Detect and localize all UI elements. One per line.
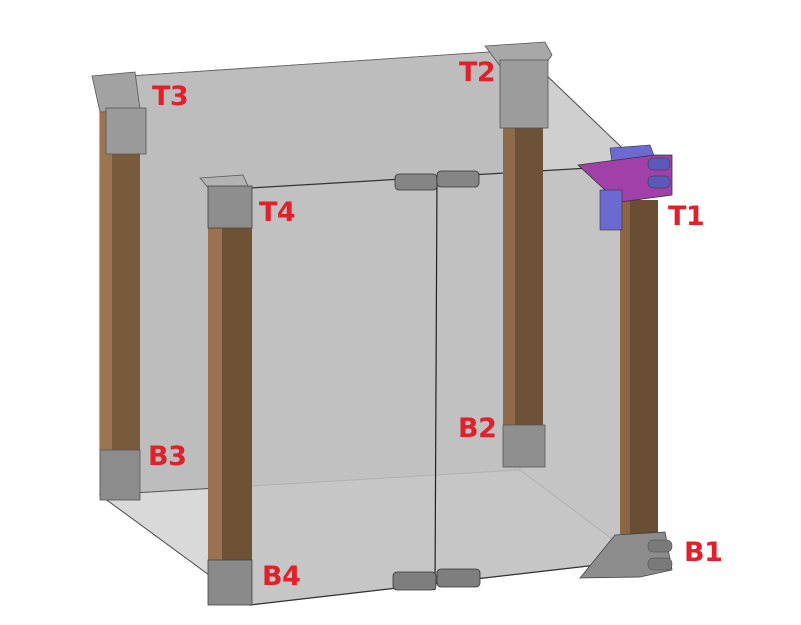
- front-panel: [249, 164, 641, 606]
- label-t2: T2: [459, 57, 496, 88]
- door-handle-top: [394, 170, 480, 191]
- label-b2: B2: [458, 413, 497, 444]
- label-b3: B3: [148, 441, 187, 472]
- door-handle-bottom: [392, 568, 481, 591]
- bracket-t1: [577, 144, 673, 231]
- bracket-b1: [579, 531, 673, 579]
- door-split-line: [434, 176, 438, 591]
- label-t3: T3: [152, 81, 189, 112]
- post-back-right: [484, 41, 553, 468]
- label-b4: B4: [262, 561, 301, 592]
- post-front-left: [199, 174, 253, 606]
- label-t1: T1: [668, 201, 705, 232]
- post-front-right: [620, 200, 658, 535]
- post-back-left: [91, 71, 147, 501]
- label-b1: B1: [684, 537, 723, 568]
- label-t4: T4: [259, 197, 296, 228]
